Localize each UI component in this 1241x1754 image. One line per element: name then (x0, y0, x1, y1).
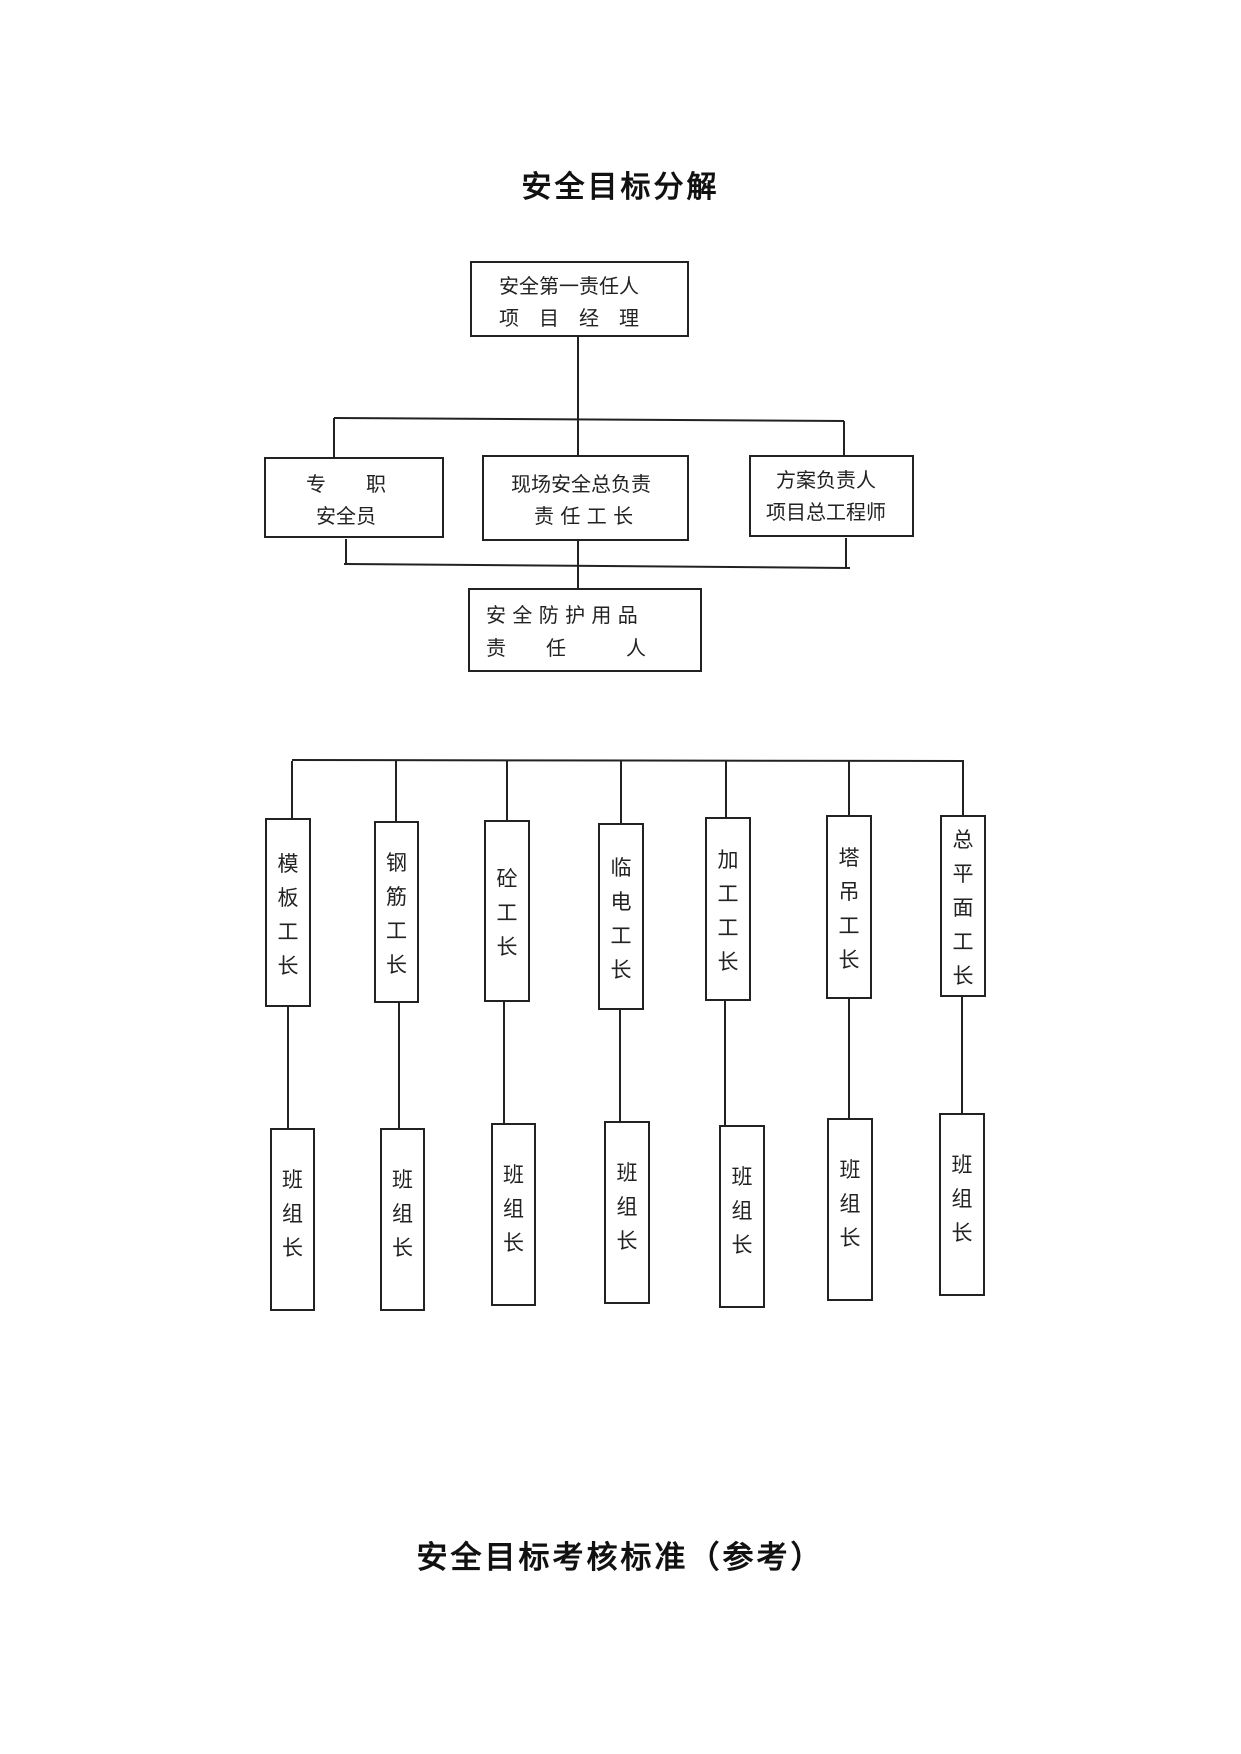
box-label: 模板工长 (277, 852, 299, 978)
foreman-box: 加工工长 (705, 817, 751, 1001)
safety-officer-box: 专 职 安全员 (264, 457, 444, 538)
foreman-box: 塔吊工长 (826, 815, 872, 999)
team-leader-box: 班组长 (380, 1128, 425, 1311)
box-line2: 安全员 (316, 504, 376, 528)
box-label: 班组长 (731, 1165, 753, 1257)
box-label: 砼工长 (496, 867, 518, 959)
foreman-box: 模板工长 (265, 818, 311, 1007)
box-label: 加工工长 (717, 848, 739, 974)
box-label: 总平面工长 (952, 828, 974, 988)
box-line2: 责 任 人 (486, 636, 646, 660)
box-line2: 责 任 工 长 (534, 504, 634, 528)
box-line1: 方案负责人 (776, 468, 876, 492)
connector-line (343, 563, 851, 569)
team-leader-box: 班组长 (827, 1118, 873, 1301)
team-leader-box: 班组长 (491, 1123, 536, 1306)
site-safety-chief-box: 现场安全总负责 责 任 工 长 (482, 455, 689, 541)
connector-line (333, 417, 845, 422)
box-label: 班组长 (839, 1158, 861, 1250)
foreman-box: 临电工长 (598, 823, 644, 1010)
box-line1: 专 职 (306, 472, 386, 496)
box-label: 班组长 (951, 1153, 973, 1245)
box-label: 临电工长 (610, 856, 632, 982)
team-leader-box: 班组长 (719, 1125, 765, 1308)
foreman-box: 钢筋工长 (374, 821, 419, 1003)
connector-line (291, 759, 965, 762)
box-line1: 安全第一责任人 (499, 274, 639, 298)
box-label: 钢筋工长 (386, 851, 407, 977)
section-title: 安全目标考核标准（参考） (416, 1540, 825, 1576)
box-label: 班组长 (503, 1163, 524, 1255)
box-label: 班组长 (392, 1168, 413, 1260)
chief-engineer-box: 方案负责人 项目总工程师 (749, 455, 914, 537)
box-label: 班组长 (616, 1161, 638, 1253)
box-line2: 项目总工程师 (766, 500, 886, 524)
project-manager-box: 安全第一责任人 项 目 经 理 (470, 261, 689, 337)
page-title: 安全目标分解 (521, 170, 720, 205)
foreman-box: 总平面工长 (940, 815, 986, 997)
team-leader-box: 班组长 (270, 1128, 315, 1311)
box-line1: 现场安全总负责 (511, 472, 651, 496)
ppe-responsible-box: 安 全 防 护 用 品 责 任 人 (468, 588, 702, 672)
team-leader-box: 班组长 (604, 1121, 650, 1304)
box-line2: 项 目 经 理 (499, 306, 639, 330)
box-label: 班组长 (282, 1168, 303, 1260)
team-leader-box: 班组长 (939, 1113, 985, 1296)
foreman-box: 砼工长 (484, 820, 530, 1002)
box-line1: 安 全 防 护 用 品 (486, 603, 638, 627)
box-label: 塔吊工长 (838, 846, 860, 972)
